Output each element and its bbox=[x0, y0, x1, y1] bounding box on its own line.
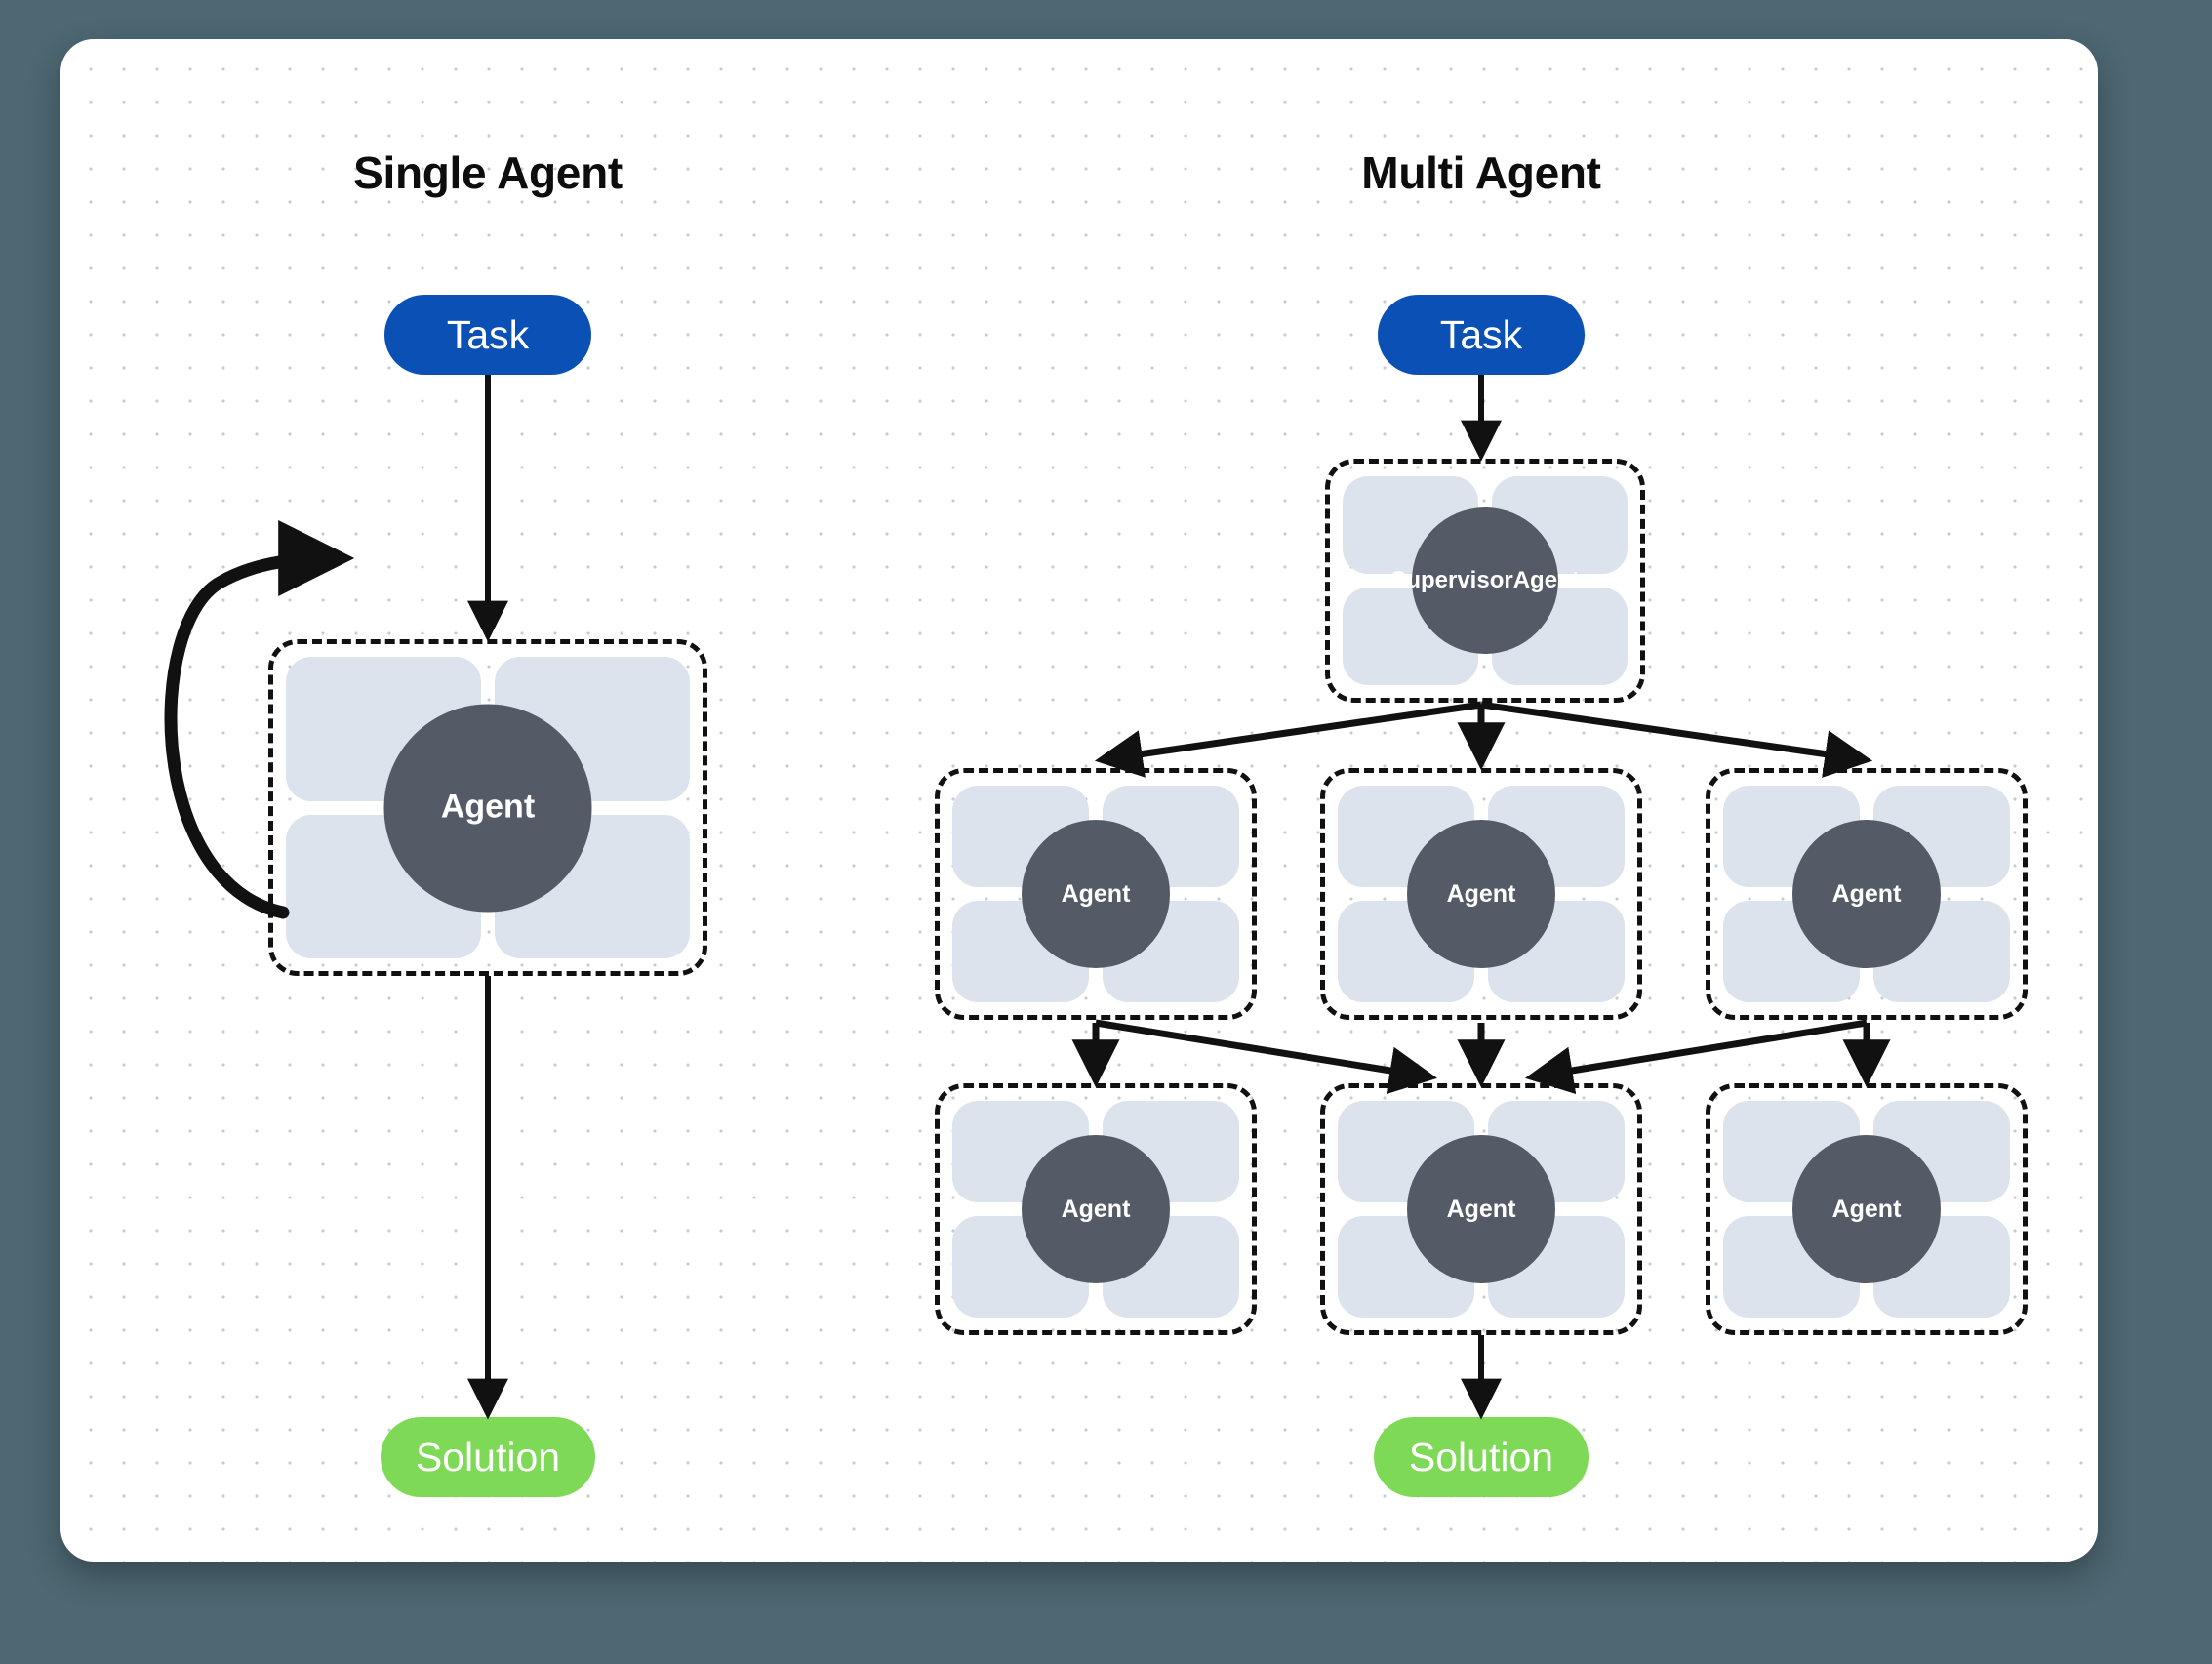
multi-agent-task-node[interactable]: Task bbox=[1378, 295, 1585, 375]
multi-agent-solution-node[interactable]: Solution bbox=[1374, 1417, 1589, 1497]
column-title-multi-agent: Multi Agent bbox=[1361, 147, 1601, 198]
multi-agent-row1-cluster-center[interactable]: Agent bbox=[1320, 768, 1642, 1020]
multi-agent-row2-cluster-center[interactable]: Agent bbox=[1320, 1083, 1642, 1335]
single-agent-task-node[interactable]: Task bbox=[384, 295, 591, 375]
agent-circle[interactable]: Agent bbox=[1792, 1135, 1941, 1283]
agent-circle[interactable]: Agent bbox=[1792, 820, 1941, 968]
agent-circle[interactable]: Agent bbox=[383, 704, 592, 912]
agent-circle[interactable]: Agent bbox=[1407, 820, 1555, 968]
column-title-single-agent: Single Agent bbox=[353, 147, 623, 198]
supervisor-label-line2: Agent bbox=[1512, 567, 1580, 594]
multi-agent-row2-cluster-left[interactable]: Agent bbox=[935, 1083, 1257, 1335]
supervisor-cluster[interactable]: Supervisor Agent bbox=[1325, 459, 1645, 703]
single-agent-solution-node[interactable]: Solution bbox=[381, 1417, 595, 1497]
multi-agent-row2-cluster-right[interactable]: Agent bbox=[1706, 1083, 2028, 1335]
supervisor-agent-circle[interactable]: Supervisor Agent bbox=[1390, 507, 1580, 654]
agent-circle[interactable]: Agent bbox=[1022, 820, 1170, 968]
multi-agent-row1-cluster-left[interactable]: Agent bbox=[935, 768, 1257, 1020]
single-agent-cluster[interactable]: Agent bbox=[268, 639, 707, 976]
supervisor-label-line1: Supervisor bbox=[1390, 567, 1513, 594]
agent-circle[interactable]: Agent bbox=[1407, 1135, 1555, 1283]
multi-agent-row1-cluster-right[interactable]: Agent bbox=[1706, 768, 2028, 1020]
agent-circle[interactable]: Agent bbox=[1022, 1135, 1170, 1283]
